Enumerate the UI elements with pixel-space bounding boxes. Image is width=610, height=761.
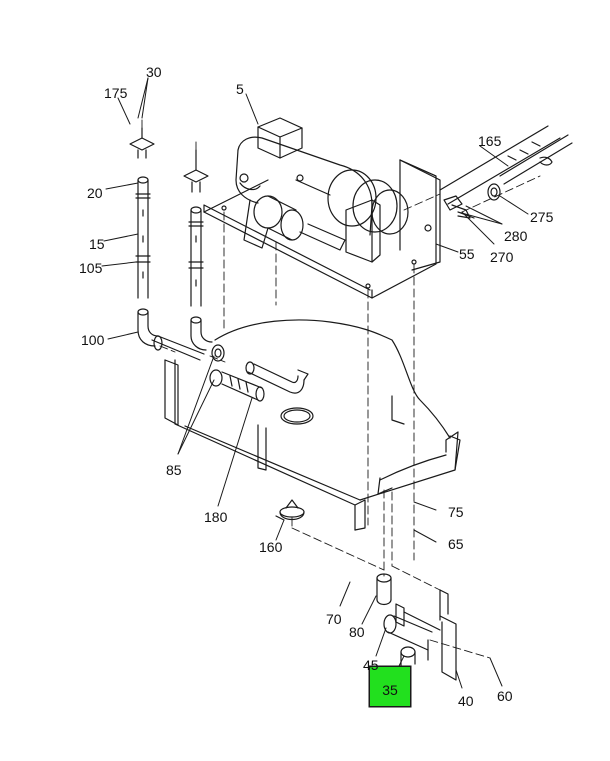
conduit-165	[440, 126, 572, 218]
callout-175: 175	[104, 85, 128, 101]
motor-assembly	[236, 118, 408, 262]
callout-35: 35	[382, 682, 398, 698]
callout-55: 55	[459, 246, 475, 262]
callout-280: 280	[504, 228, 528, 244]
callout-160: 160	[259, 539, 283, 555]
callout-75: 75	[448, 504, 464, 520]
callout-80: 80	[349, 624, 365, 640]
callout-100: 100	[81, 332, 105, 348]
tank-fittings	[210, 345, 308, 401]
alignment-centerlines	[142, 120, 540, 658]
callout-40: 40	[458, 693, 474, 709]
callout-275: 275	[530, 209, 554, 225]
callout-65: 65	[448, 536, 464, 552]
callout-105: 105	[79, 260, 103, 276]
drain-assembly	[377, 574, 456, 680]
left-hose-assembly	[130, 128, 204, 360]
callout-270: 270	[490, 249, 514, 265]
callout-60: 60	[497, 688, 513, 704]
callout-15: 15	[89, 236, 105, 252]
callout-20: 20	[87, 185, 103, 201]
callout-85: 85	[166, 462, 182, 478]
mounting-bracket	[400, 160, 440, 270]
callout-70: 70	[326, 611, 342, 627]
callout-165: 165	[478, 133, 502, 149]
clamp-160	[276, 500, 304, 520]
callout-30: 30	[146, 64, 162, 80]
callout-35-highlighted: 35	[369, 666, 411, 707]
callout-leader-lines	[102, 78, 528, 688]
callout-5: 5	[236, 81, 244, 97]
callout-45: 45	[363, 657, 379, 673]
right-hose-assembly	[184, 150, 212, 350]
tank-tray	[165, 320, 460, 530]
callout-180: 180	[204, 509, 228, 525]
